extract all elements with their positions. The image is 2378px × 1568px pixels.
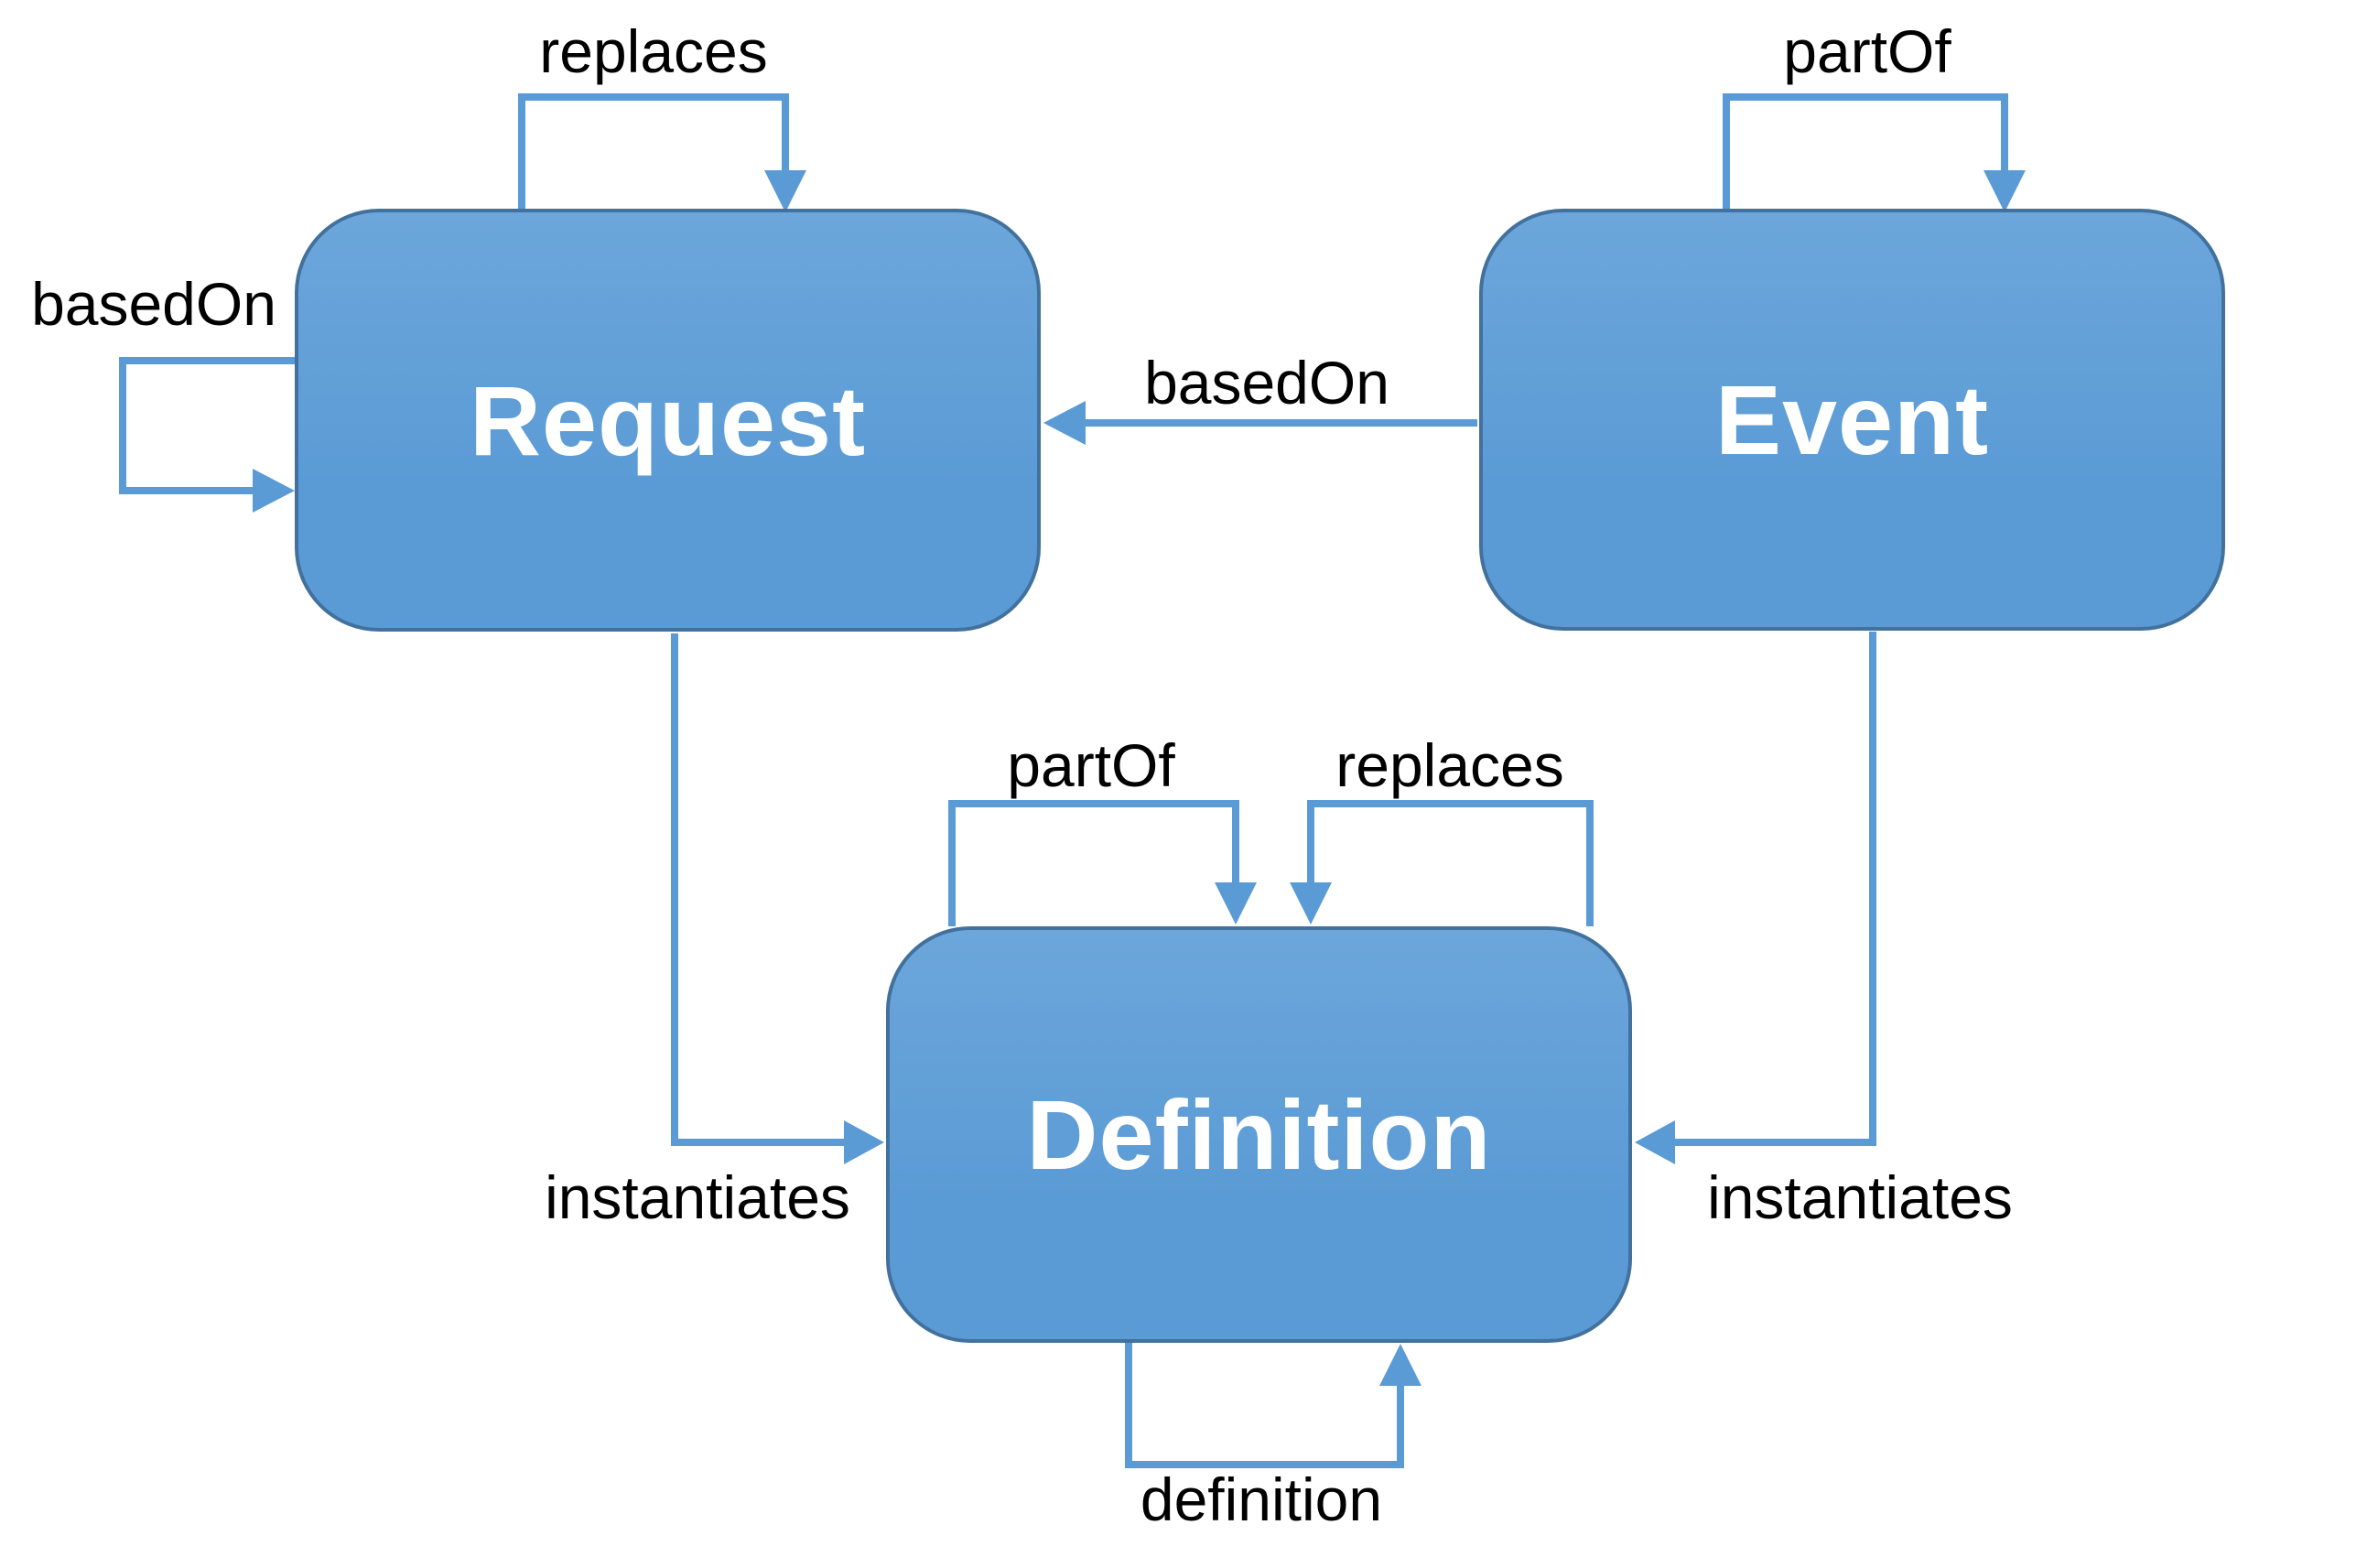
edge-definition-replaces-self xyxy=(1307,800,1594,926)
node-request-title: Request xyxy=(469,364,867,476)
arrowhead-definition-replaces-icon xyxy=(1290,882,1332,925)
arrowhead-definition-definition-icon xyxy=(1379,1344,1421,1386)
edge-label-definition-definition: definition xyxy=(1140,1465,1383,1533)
node-definition: Definition xyxy=(886,926,1632,1343)
edge-label-definition-partof: partOf xyxy=(1007,731,1175,799)
edge-event-instantiates-definition xyxy=(1673,632,1876,1146)
edge-label-event-instantiates: instantiates xyxy=(1707,1163,2013,1231)
node-definition-title: Definition xyxy=(1026,1079,1492,1190)
node-event: Event xyxy=(1479,209,2225,631)
edge-request-instantiates-definition xyxy=(671,633,846,1146)
arrowhead-definition-partof-icon xyxy=(1215,882,1257,925)
arrowhead-basedon-mid-icon xyxy=(1043,401,1086,445)
node-event-title: Event xyxy=(1714,364,1990,475)
arrowhead-event-instantiates-icon xyxy=(1635,1120,1675,1164)
node-request: Request xyxy=(295,209,1041,632)
edge-request-basedon-self xyxy=(119,357,297,494)
arrowhead-request-instantiates-icon xyxy=(844,1120,884,1164)
edge-label-request-basedon: basedOn xyxy=(31,270,276,338)
edge-request-replaces-self xyxy=(518,93,789,211)
edge-label-request-instantiates: instantiates xyxy=(545,1163,850,1231)
arrowhead-event-partof-icon xyxy=(1983,170,2026,212)
edge-definition-partof-self xyxy=(948,800,1239,926)
edge-label-request-replaces: replaces xyxy=(539,17,768,85)
edge-event-partof-self xyxy=(1723,93,2008,211)
arrowhead-request-basedon-icon xyxy=(253,469,295,513)
edge-label-definition-replaces: replaces xyxy=(1335,731,1564,799)
arrowhead-request-replaces-icon xyxy=(764,170,806,212)
edge-label-event-partof: partOf xyxy=(1783,17,1951,85)
edge-definition-definition-self xyxy=(1125,1342,1404,1468)
edge-label-basedon-mid: basedOn xyxy=(1144,349,1389,416)
